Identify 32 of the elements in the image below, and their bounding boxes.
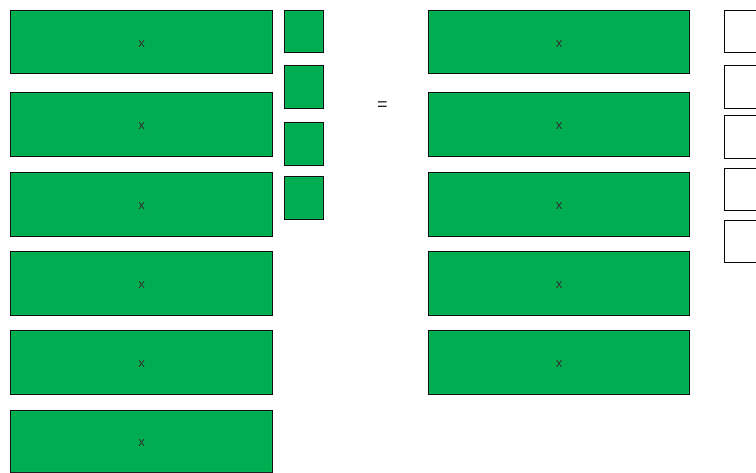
variable-tile <box>428 330 690 395</box>
tile-label: x <box>138 355 145 370</box>
variable-tile <box>10 251 273 316</box>
unit-tile <box>724 168 756 211</box>
unit-tile <box>724 10 756 53</box>
tile-label: x <box>556 197 562 212</box>
unit-tile <box>724 65 756 109</box>
variable-tile <box>10 92 273 157</box>
unit-tile <box>724 115 756 159</box>
variable-tile <box>428 92 690 157</box>
tile-label: x <box>138 34 145 50</box>
unit-tile <box>284 176 324 220</box>
unit-tile <box>284 65 324 109</box>
variable-tile <box>428 172 690 237</box>
variable-tile <box>428 10 690 74</box>
tile-label: x <box>138 117 145 132</box>
unit-tile <box>284 10 324 53</box>
variable-tile <box>10 330 273 395</box>
tile-label: x <box>138 197 145 212</box>
tile-label: x <box>138 434 145 449</box>
tile-label: x <box>556 276 562 291</box>
tile-label: x <box>556 34 562 50</box>
tile-label: x <box>556 117 562 132</box>
variable-tile <box>10 172 273 237</box>
variable-tile <box>10 10 273 74</box>
tile-label: x <box>556 355 562 370</box>
equals-sign: = <box>377 94 388 115</box>
unit-tile <box>284 122 324 166</box>
variable-tile <box>428 251 690 316</box>
tile-label: x <box>138 276 145 291</box>
variable-tile <box>10 410 273 473</box>
unit-tile <box>724 220 756 263</box>
